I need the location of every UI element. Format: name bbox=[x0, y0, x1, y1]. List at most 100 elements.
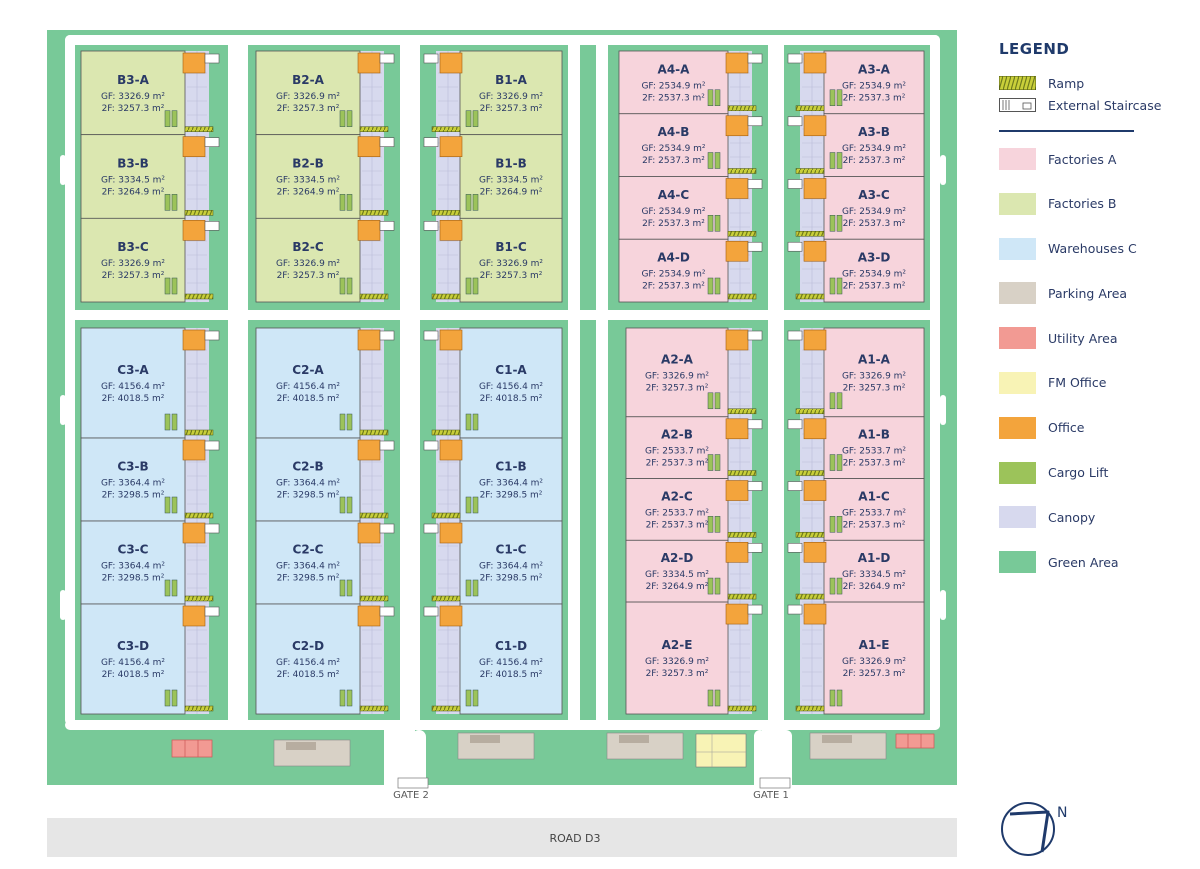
legend-label-staircase: External Staircase bbox=[1048, 97, 1162, 113]
staircase-icon bbox=[379, 523, 395, 534]
legend-divider bbox=[999, 130, 1134, 132]
staircase-icon bbox=[787, 419, 803, 430]
unit-gf-area: GF: 3326.9 m² bbox=[842, 657, 906, 667]
office-block bbox=[439, 522, 463, 544]
parking-area-3 bbox=[606, 732, 684, 760]
unit-2f-area: 2F: 2537.3 m² bbox=[646, 459, 709, 469]
cargo-lift bbox=[707, 516, 714, 533]
legend-label-ramp: Ramp bbox=[1048, 75, 1085, 91]
unit-2f-area: 2F: 2537.3 m² bbox=[843, 459, 906, 469]
unit-2f-area: 2F: 4018.5 m² bbox=[102, 670, 165, 680]
cargo-lift bbox=[829, 277, 836, 295]
cargo-lift bbox=[339, 496, 346, 514]
unit-name: A2-A bbox=[661, 352, 694, 366]
unit-2f-area: 2F: 2537.3 m² bbox=[642, 156, 705, 166]
ramp-icon bbox=[795, 408, 825, 415]
cargo-lift bbox=[707, 689, 714, 707]
cargo-lift bbox=[164, 194, 171, 211]
cargo-lift bbox=[339, 110, 346, 127]
cargo-lift bbox=[465, 194, 472, 211]
unit-name: A4-C bbox=[658, 188, 690, 202]
cargo-lift bbox=[472, 194, 479, 211]
cargo-lift bbox=[714, 392, 721, 410]
road-d3-label: ROAD D3 bbox=[549, 832, 600, 845]
ramp-icon bbox=[795, 593, 825, 600]
unit-name: B2-C bbox=[292, 240, 323, 254]
cargo-lift bbox=[346, 689, 353, 707]
office-block bbox=[182, 329, 206, 351]
unit-2f-area: 2F: 2537.3 m² bbox=[642, 282, 705, 292]
unit-name: C1-B bbox=[495, 460, 526, 474]
ramp-icon bbox=[431, 512, 461, 519]
ramp-icon bbox=[795, 705, 825, 712]
cargo-lift bbox=[707, 577, 714, 595]
office-block bbox=[803, 480, 827, 501]
unit-2f-area: 2F: 2537.3 m² bbox=[843, 520, 906, 530]
cargo-lift bbox=[836, 577, 843, 595]
unit-name: A2-B bbox=[661, 428, 693, 442]
cargo-lift bbox=[714, 89, 721, 106]
unit-gf-area: GF: 2534.9 m² bbox=[641, 270, 705, 280]
unit-2f-area: 2F: 4018.5 m² bbox=[102, 394, 165, 404]
legend-label-warehouses-c: Warehouses C bbox=[1048, 241, 1137, 257]
unit-name: B3-A bbox=[117, 73, 149, 87]
cargo-lift bbox=[836, 454, 843, 471]
office-block bbox=[725, 240, 749, 262]
unit-gf-area: GF: 3326.9 m² bbox=[101, 92, 165, 102]
unit-gf-area: GF: 3364.4 m² bbox=[276, 561, 340, 571]
ramp-icon bbox=[727, 231, 757, 237]
unit-name: B3-C bbox=[117, 240, 148, 254]
staircase-icon bbox=[423, 53, 439, 64]
cargo-lift bbox=[171, 194, 178, 211]
ramp-icon bbox=[727, 470, 757, 476]
unit-gf-area: GF: 4156.4 m² bbox=[101, 382, 165, 392]
ramp-icon bbox=[184, 126, 214, 132]
cargo-lift bbox=[714, 454, 721, 471]
office-block bbox=[439, 439, 463, 461]
ramp-icon bbox=[795, 470, 825, 476]
unit-2f-area: 2F: 4018.5 m² bbox=[277, 670, 340, 680]
unit-gf-area: GF: 2534.9 m² bbox=[641, 144, 705, 154]
